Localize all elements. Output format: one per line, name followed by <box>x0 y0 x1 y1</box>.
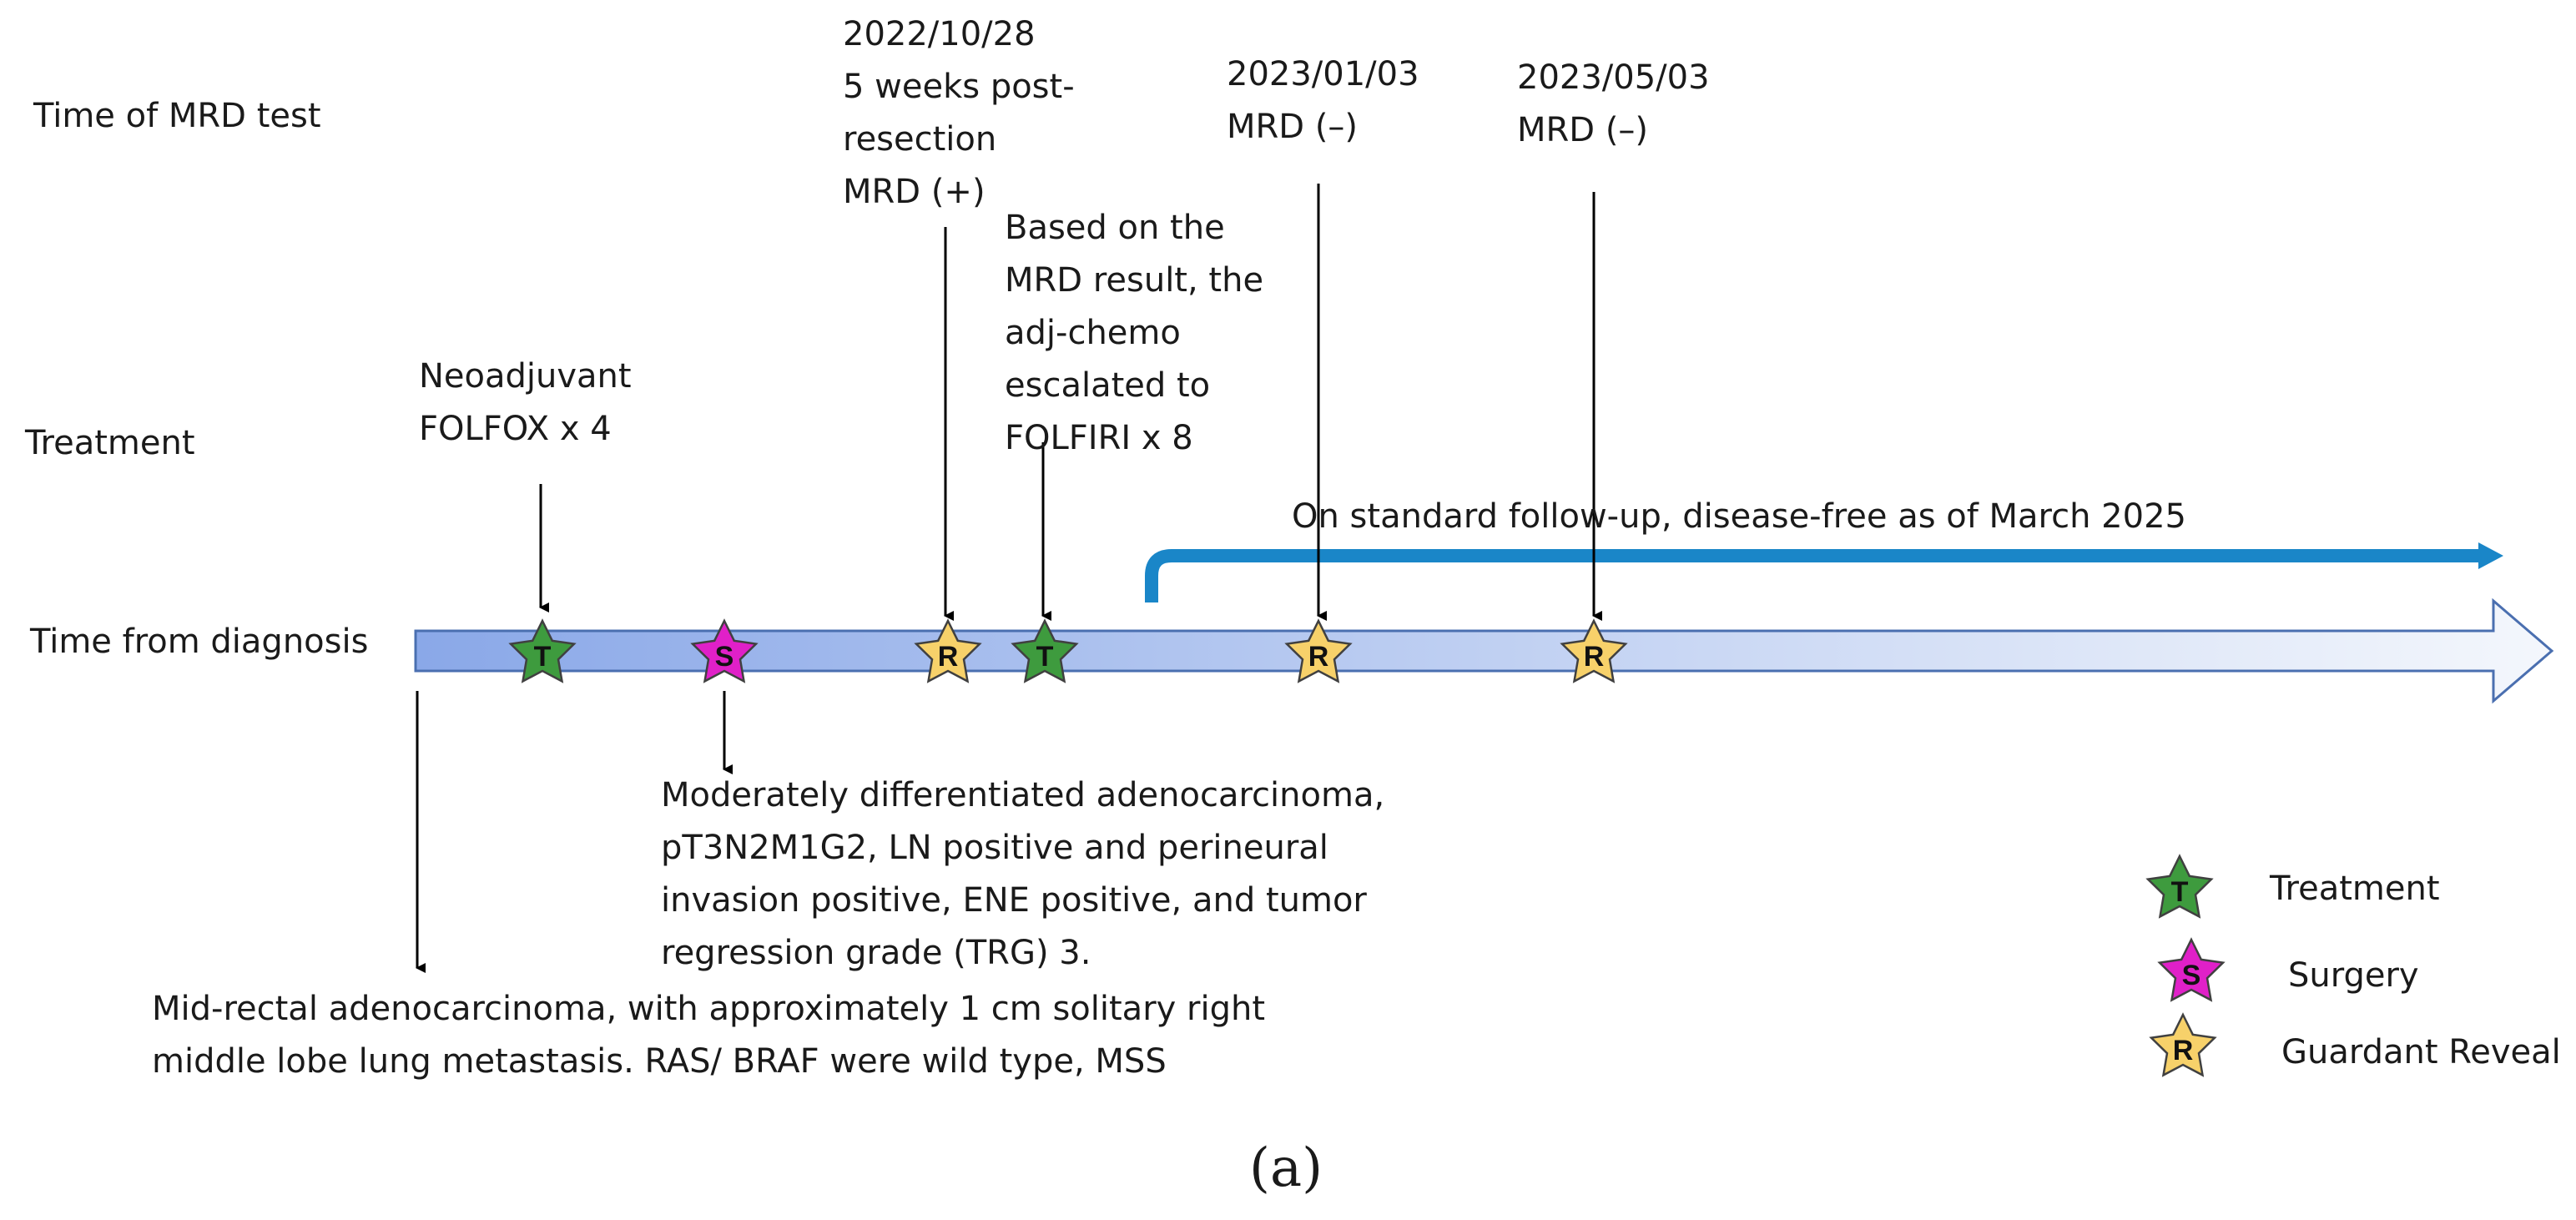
diagnosis-note: Mid-rectal adenocarcinoma, with approxim… <box>152 983 1265 1088</box>
treatment-line: adj-chemo <box>1005 314 1181 352</box>
mrd-test-annotation: 2022/10/28 5 weeks post- resection MRD (… <box>843 8 1075 219</box>
surgery-note-line: pT3N2M1G2, LN positive and perineural <box>661 829 1328 867</box>
row-label-treatment: Treatment <box>25 424 195 462</box>
mrd-test-line: 5 weeks post- <box>843 68 1075 106</box>
legend-label-surgery: Surgery <box>2288 956 2419 995</box>
treatment-star-icon: T <box>1011 618 1079 683</box>
figure-caption: (a) <box>1249 1137 1323 1199</box>
surgery-note-line: invasion positive, ENE positive, and tum… <box>661 881 1367 920</box>
star-letter: R <box>1584 641 1605 673</box>
mrd-test-annotation: 2023/05/03 MRD (–) <box>1517 52 1710 157</box>
star-letter: R <box>1308 641 1329 673</box>
legend-surgery-star-icon: S <box>2157 937 2226 1002</box>
surgery-note: Moderately differentiated adenocarcinoma… <box>661 769 1384 980</box>
treatment-line: MRD result, the <box>1005 261 1264 300</box>
guardant-reveal-star-icon: R <box>1284 618 1353 683</box>
legend-guardant-reveal-star-icon: R <box>2149 1012 2217 1077</box>
star-letter: S <box>715 641 734 673</box>
diagnosis-note-line: middle lobe lung metastasis. RAS/ BRAF w… <box>152 1042 1167 1081</box>
mrd-test-line: MRD (–) <box>1227 108 1359 146</box>
mrd-test-annotation: 2023/01/03 MRD (–) <box>1227 48 1419 154</box>
treatment-annotation: Based on the MRD result, the adj-chemo e… <box>1005 202 1263 465</box>
treatment-star-icon: T <box>508 618 577 683</box>
star-letter: T <box>534 641 552 673</box>
legend-label-guardant-reveal: Guardant Reveal <box>2281 1033 2561 1071</box>
guardant-reveal-star-icon: R <box>914 618 982 683</box>
star-letter: R <box>2173 1035 2194 1066</box>
treatment-line: FOLFOX x 4 <box>419 410 612 448</box>
treatment-line: escalated to <box>1005 366 1211 405</box>
followup-arrow <box>1145 549 2483 602</box>
mrd-test-line: resection <box>843 120 997 159</box>
treatment-line: FOLFIRI x 8 <box>1005 419 1193 457</box>
row-label-mrd-test: Time of MRD test <box>33 97 321 135</box>
mrd-test-line: 2022/10/28 <box>843 15 1036 53</box>
surgery-note-line: regression grade (TRG) 3. <box>661 934 1091 972</box>
star-letter: R <box>938 641 959 673</box>
followup-label: On standard follow-up, disease-free as o… <box>1292 497 2186 536</box>
legend-label-treatment: Treatment <box>2270 870 2440 908</box>
star-letter: T <box>1036 641 1054 673</box>
diagnosis-note-line: Mid-rectal adenocarcinoma, with approxim… <box>152 990 1266 1028</box>
row-label-time-from-diagnosis: Time from diagnosis <box>30 623 369 661</box>
star-letter: T <box>2171 876 2189 908</box>
followup-arrowhead <box>2478 542 2503 569</box>
mrd-test-line: 2023/01/03 <box>1227 55 1419 93</box>
guardant-reveal-star-icon: R <box>1560 618 1628 683</box>
surgery-note-line: Moderately differentiated adenocarcinoma… <box>661 776 1385 814</box>
mrd-test-line: MRD (+) <box>843 173 986 211</box>
mrd-test-line: MRD (–) <box>1517 111 1649 149</box>
mrd-test-line: 2023/05/03 <box>1517 58 1710 97</box>
treatment-line: Based on the <box>1005 209 1225 247</box>
treatment-annotation: Neoadjuvant FOLFOX x 4 <box>419 350 632 456</box>
treatment-line: Neoadjuvant <box>419 357 632 396</box>
legend-treatment-star-icon: T <box>2145 854 2214 919</box>
star-letter: S <box>2182 960 2201 991</box>
surgery-star-icon: S <box>690 618 759 683</box>
timeline-arrow <box>414 597 2554 704</box>
